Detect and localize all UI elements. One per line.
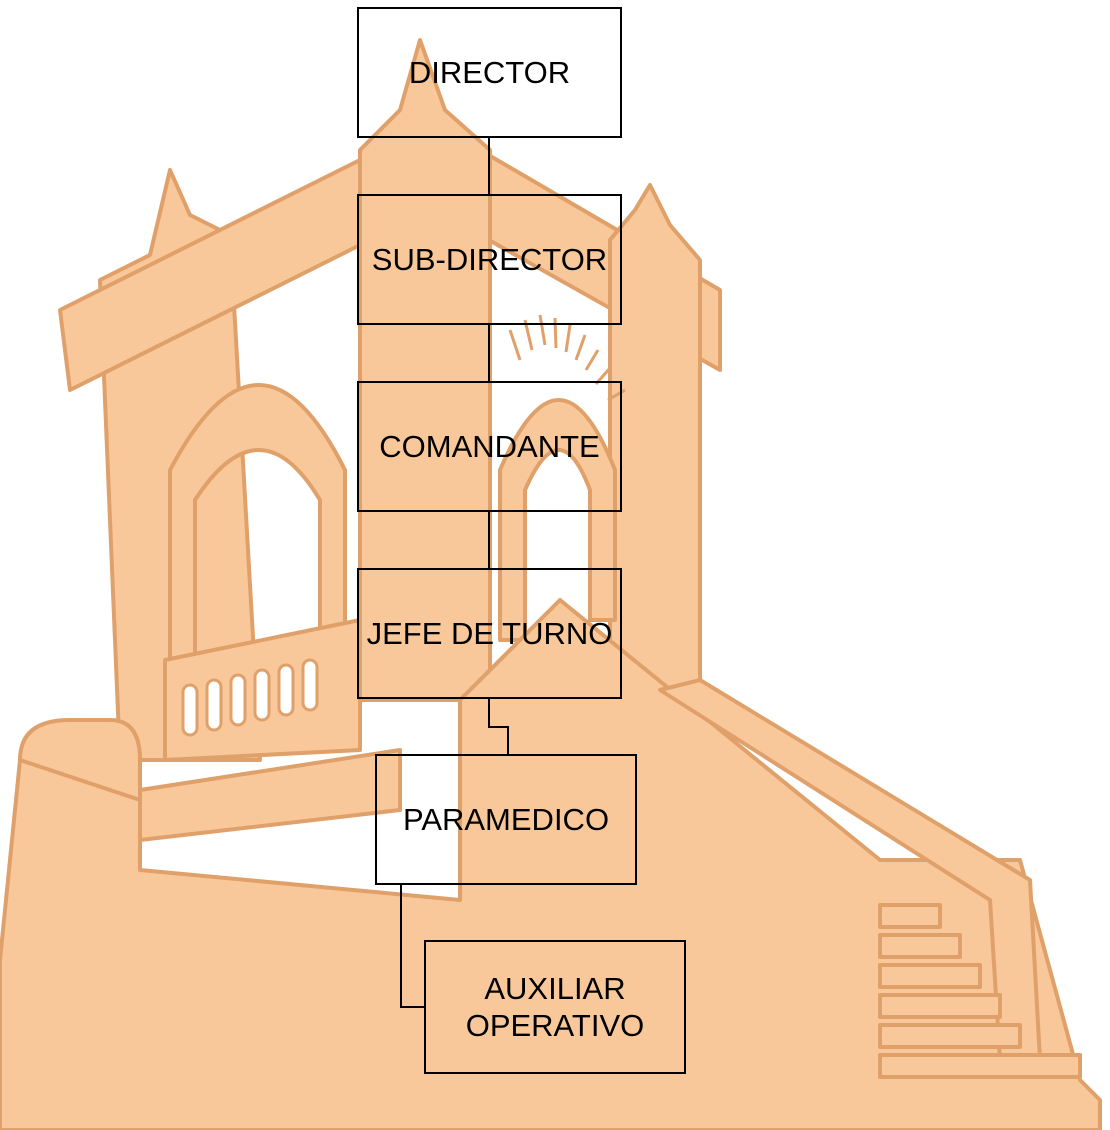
node-auxiliar-operativo-label-line-1: AUXILIAR xyxy=(484,970,626,1006)
node-director-label: DIRECTOR xyxy=(408,54,571,90)
connector-paramedico-auxiliar xyxy=(400,885,424,1008)
node-paramedico: PARAMEDICO xyxy=(375,754,637,885)
node-paramedico-label: PARAMEDICO xyxy=(402,801,610,837)
central-tower-shape xyxy=(358,38,492,702)
connector-jefe-paramedico xyxy=(488,699,509,754)
node-comandante-label: COMANDANTE xyxy=(379,428,600,464)
step-shape xyxy=(878,933,962,959)
step-shape xyxy=(878,963,982,989)
right-arch-shape xyxy=(498,398,617,642)
sunburst-line-shape xyxy=(508,314,626,402)
baluster-shape xyxy=(229,673,247,727)
node-jefe-de-turno-label: JEFE DE TURNO xyxy=(366,615,613,651)
node-jefe-de-turno: JEFE DE TURNO xyxy=(357,568,622,699)
node-auxiliar-operativo-label-line-2: OPERATIVO xyxy=(465,1008,645,1043)
step-shape xyxy=(878,1053,1082,1079)
baluster-shape xyxy=(181,683,199,737)
node-sub-director-label: SUB-DIRECTOR xyxy=(371,241,608,277)
node-comandante: COMANDANTE xyxy=(357,381,622,512)
baluster-shape xyxy=(301,658,319,712)
node-sub-director: SUB-DIRECTOR xyxy=(357,194,622,325)
step-shape xyxy=(878,1023,1022,1049)
baluster-shape xyxy=(205,678,223,732)
baluster-shape xyxy=(253,668,271,722)
node-director: DIRECTOR xyxy=(357,7,622,138)
step-shape xyxy=(878,903,942,929)
step-shape xyxy=(878,993,1002,1019)
node-auxiliar-operativo: AUXILIAR OPERATIVO xyxy=(424,940,686,1074)
baluster-shape xyxy=(277,663,295,717)
